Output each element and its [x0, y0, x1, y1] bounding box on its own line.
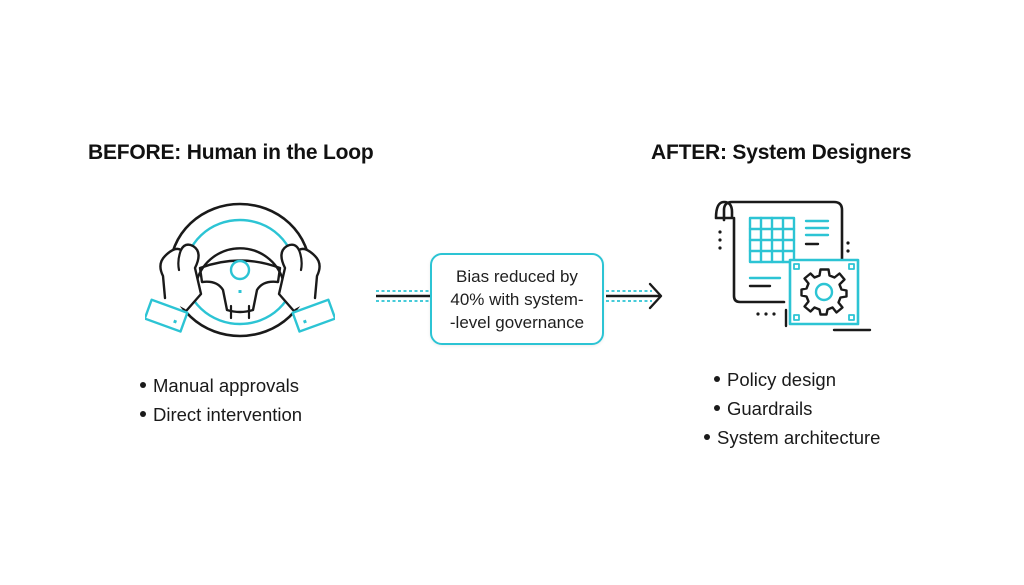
transition-arrow [370, 245, 670, 355]
list-item: Manual approvals [140, 371, 302, 400]
bullet-icon [714, 376, 720, 383]
left-connector-line [376, 290, 432, 302]
bullet-icon [704, 434, 710, 441]
list-item-text: Guardrails [727, 398, 813, 419]
after-bullet-list: Policy design Guardrails System architec… [704, 365, 880, 452]
bullet-icon [140, 382, 146, 389]
gear-icon [800, 268, 848, 316]
list-item-text: Manual approvals [153, 375, 300, 396]
list-item-text: Direct intervention [153, 404, 303, 425]
bullet-icon [140, 411, 146, 418]
bias-reduction-callout: Bias reduced by 40% with system- -level … [430, 253, 604, 345]
callout-line: 40% with system- [450, 289, 584, 309]
list-item-text: Policy design [727, 369, 837, 390]
bullet-icon [714, 405, 720, 412]
before-title: BEFORE: Human in the Loop [88, 141, 374, 164]
list-item: Policy design [704, 365, 880, 394]
blueprint-with-gear-icon [710, 196, 880, 336]
before-bullet-list: Manual approvals Direct intervention [140, 371, 302, 429]
callout-line: -level governance [449, 312, 585, 332]
right-arrow-icon [606, 282, 663, 310]
list-item-text: System architecture [717, 427, 881, 448]
list-item: Direct intervention [140, 400, 302, 429]
list-item: System architecture [704, 423, 880, 452]
callout-line: Bias reduced by [456, 266, 578, 286]
list-item: Guardrails [704, 394, 880, 423]
after-title: AFTER: System Designers [651, 141, 912, 164]
steering-wheel-with-hands-icon [143, 198, 337, 343]
